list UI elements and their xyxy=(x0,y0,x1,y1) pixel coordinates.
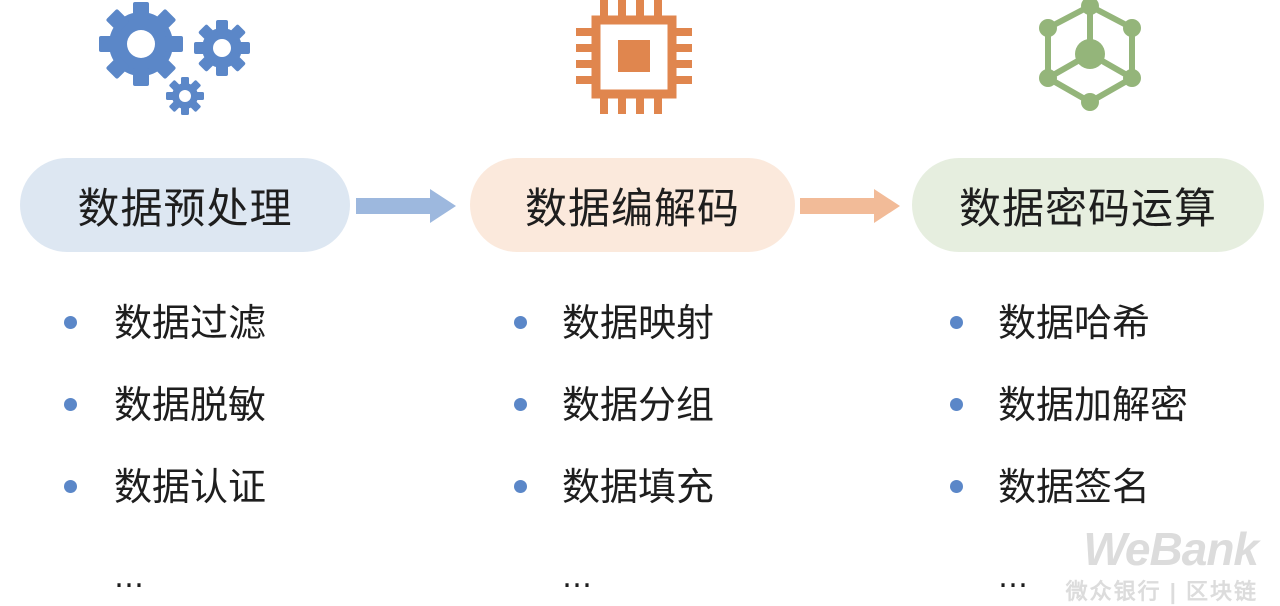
list-item: 数据填充 xyxy=(562,465,715,509)
watermark-subtitle: 微众银行 | 区块链 xyxy=(1065,579,1258,604)
pill-title: 数据密码运算 xyxy=(958,183,1217,233)
list-item: 数据脱敏 xyxy=(114,383,267,427)
list-item: 数据映射 xyxy=(562,301,715,345)
bullet-icon xyxy=(950,398,963,411)
bullet-icon xyxy=(950,316,963,329)
network-cube-icon xyxy=(1034,0,1146,120)
bullet-icon xyxy=(514,316,527,329)
pill-data-encoding-decoding: 数据编解码 xyxy=(470,158,795,252)
bullet-icon xyxy=(514,398,527,411)
list-item: 数据哈希 xyxy=(998,301,1151,345)
bullet-icon xyxy=(64,316,77,329)
bullet-icon xyxy=(514,480,527,493)
bullet-icon xyxy=(64,398,77,411)
list-ellipsis: … xyxy=(998,560,1030,595)
pill-title: 数据编解码 xyxy=(524,183,740,233)
list-item: 数据过滤 xyxy=(114,301,267,345)
pill-title: 数据预处理 xyxy=(77,183,293,233)
gears-icon xyxy=(96,0,256,124)
bullet-icon xyxy=(64,480,77,493)
pill-data-preprocessing: 数据预处理 xyxy=(20,158,350,252)
bullet-icon xyxy=(950,480,963,493)
pill-data-crypto-operations: 数据密码运算 xyxy=(912,158,1264,252)
list-ellipsis: … xyxy=(562,560,594,595)
chip-icon xyxy=(574,0,696,120)
watermark-brand: WeBank xyxy=(1083,523,1259,575)
list-item: 数据分组 xyxy=(562,383,715,427)
webank-watermark: WeBank 微众银行 | 区块链 xyxy=(1065,523,1259,606)
arrow-2-to-3 xyxy=(800,189,904,227)
list-item: 数据签名 xyxy=(998,465,1151,509)
list-item: 数据认证 xyxy=(114,465,267,509)
list-item: 数据加解密 xyxy=(998,383,1189,427)
list-ellipsis: … xyxy=(114,560,146,595)
arrow-1-to-2 xyxy=(356,189,460,227)
